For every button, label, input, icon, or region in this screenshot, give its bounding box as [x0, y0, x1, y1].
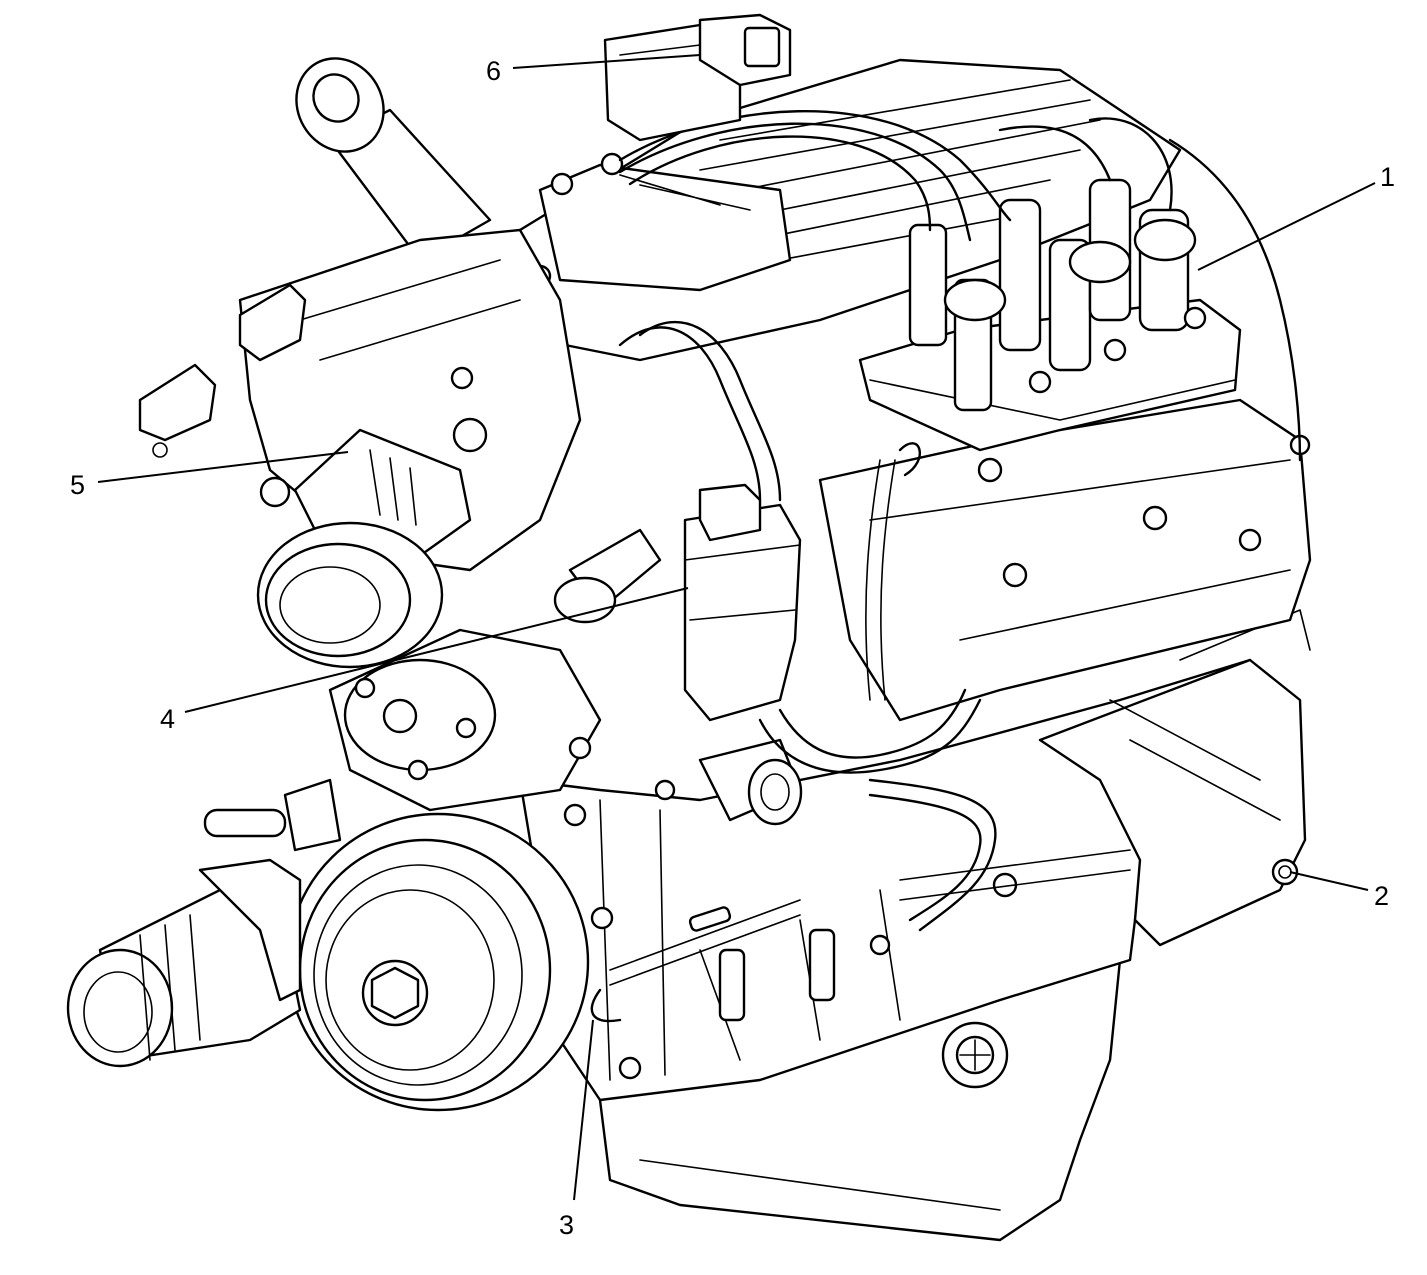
- callout-5: 5: [70, 470, 85, 500]
- callout-6: 6: [486, 56, 501, 86]
- leader-line-4: [184, 587, 689, 713]
- leader-line-2: [1289, 871, 1369, 891]
- leader-line-1: [1197, 182, 1376, 271]
- water-pump: [328, 628, 676, 827]
- power-steering-pulley: [256, 476, 444, 669]
- callout-1: 1: [1380, 162, 1395, 192]
- leader-line-3: [573, 1019, 594, 1201]
- callout-4: 4: [160, 704, 175, 734]
- intake-sensor-connector: [603, 13, 792, 142]
- callout-labels: 1 2 3 4 5 6: [70, 56, 1395, 1240]
- leader-line-5: [97, 451, 349, 483]
- oil-filler-tube: [295, 57, 492, 262]
- callout-2: 2: [1374, 881, 1389, 911]
- intake-manifold: [518, 58, 1182, 362]
- coil-towers: [908, 178, 1197, 412]
- leader-lines: [97, 54, 1376, 1201]
- oil-filter: [66, 858, 302, 1068]
- front-studs: [590, 899, 801, 1080]
- wiring-harness: [618, 320, 982, 774]
- coolant-bypass-pipe: [868, 778, 997, 932]
- leader-line-6: [512, 54, 701, 69]
- crankshaft-balancer: [286, 812, 590, 1112]
- callout-3: 3: [559, 1210, 574, 1240]
- oil-pressure-sender: [203, 778, 342, 852]
- ignition-coil-pack: [858, 178, 1242, 452]
- oil-dipstick: [898, 442, 921, 477]
- engine-mount-bracket: [1038, 609, 1311, 947]
- cylinder-head-right: [818, 398, 1312, 722]
- coolant-outlets: [553, 528, 803, 826]
- camshaft-sensor-connectors: [138, 283, 307, 458]
- egr-valve: [683, 483, 802, 722]
